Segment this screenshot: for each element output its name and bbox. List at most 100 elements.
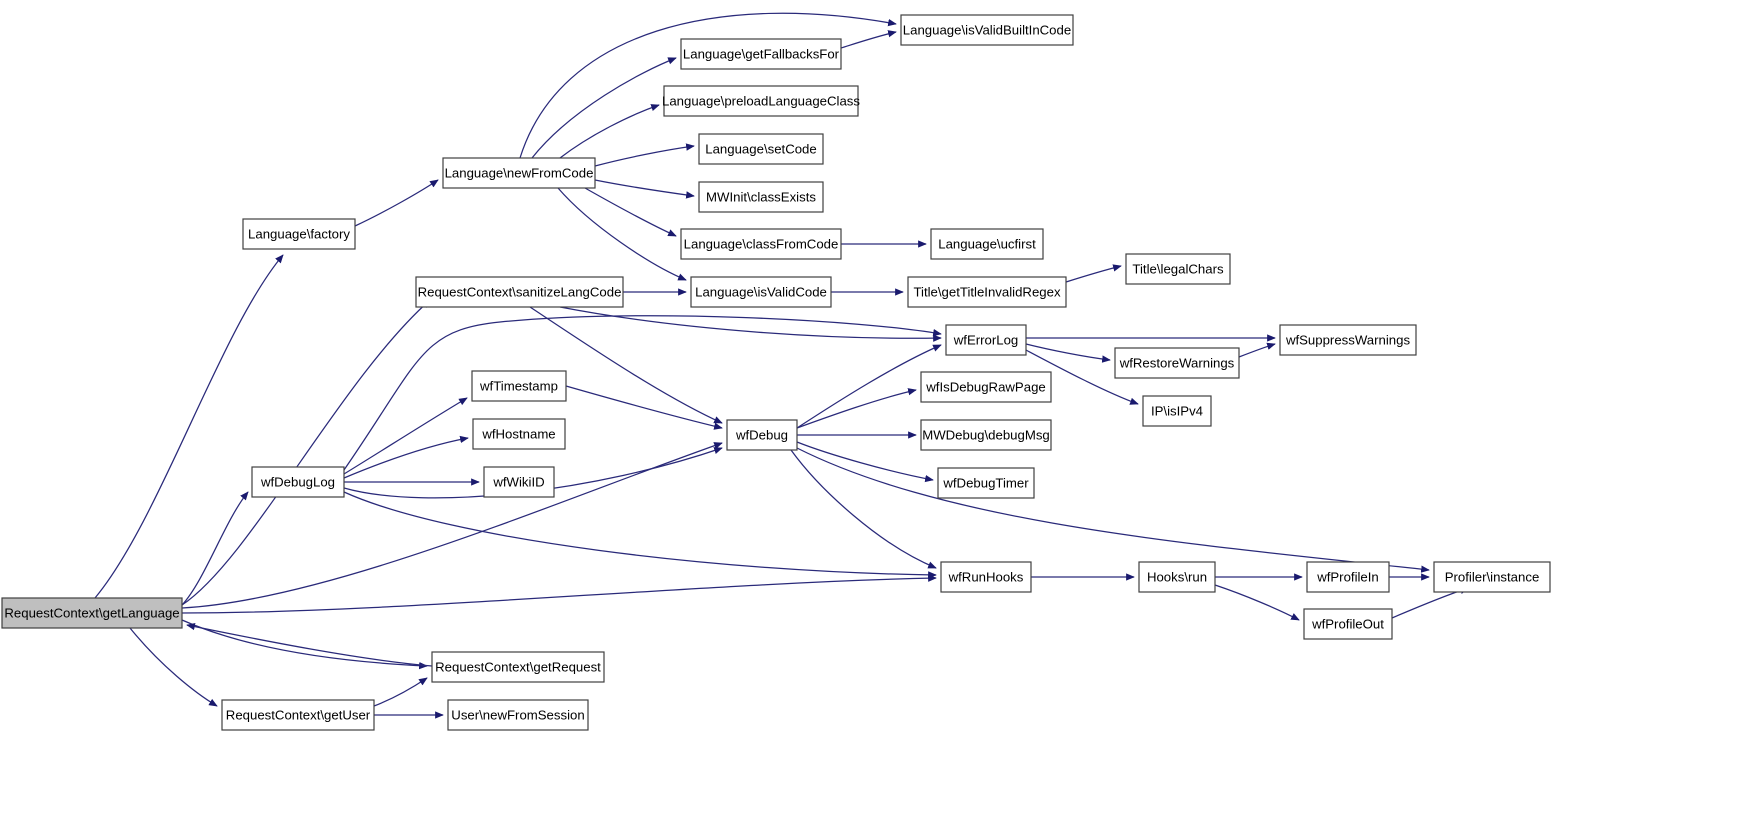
graph-node[interactable]: wfDebugTimer bbox=[937, 467, 1035, 499]
graph-node[interactable]: wfDebugLog bbox=[251, 466, 345, 498]
call-edge bbox=[529, 306, 723, 424]
node-label: IP\isIPv4 bbox=[1151, 403, 1203, 418]
node-label: RequestContext\sanitizeLangCode bbox=[418, 284, 622, 299]
graph-node[interactable]: Language\factory bbox=[242, 218, 356, 250]
node-box[interactable] bbox=[221, 699, 375, 731]
graph-node-root[interactable]: RequestContext\getLanguage bbox=[1, 597, 183, 629]
call-edge bbox=[1025, 343, 1111, 363]
graph-node[interactable]: Language\classFromCode bbox=[680, 228, 842, 260]
call-edge bbox=[181, 491, 249, 606]
node-box[interactable] bbox=[937, 467, 1035, 499]
node-label: Language\setCode bbox=[705, 141, 816, 156]
graph-node[interactable]: Language\newFromCode bbox=[442, 157, 596, 189]
graph-node[interactable]: RequestContext\getUser bbox=[221, 699, 375, 731]
node-box[interactable] bbox=[472, 418, 566, 450]
node-box[interactable] bbox=[930, 228, 1044, 260]
edges-layer bbox=[94, 12, 1469, 719]
node-box[interactable] bbox=[920, 419, 1052, 451]
node-box[interactable] bbox=[1114, 347, 1240, 379]
graph-node[interactable]: RequestContext\getRequest bbox=[431, 651, 605, 683]
graph-node[interactable]: wfIsDebugRawPage bbox=[920, 371, 1052, 403]
graph-node[interactable]: wfErrorLog bbox=[945, 324, 1027, 356]
call-edge bbox=[594, 179, 695, 199]
node-label: Language\newFromCode bbox=[445, 165, 594, 180]
node-box[interactable] bbox=[471, 370, 567, 402]
graph-node[interactable]: wfDebug bbox=[726, 419, 798, 451]
node-box[interactable] bbox=[680, 228, 842, 260]
node-label: wfProfileOut bbox=[1311, 616, 1384, 631]
graph-node[interactable]: Language\isValidCode bbox=[690, 276, 832, 308]
node-box[interactable] bbox=[907, 276, 1067, 308]
call-edge bbox=[557, 187, 687, 281]
graph-node[interactable]: Profiler\instance bbox=[1433, 561, 1551, 593]
graph-node[interactable]: User\newFromSession bbox=[447, 699, 589, 731]
node-label: Language\isValidCode bbox=[695, 284, 827, 299]
graph-node[interactable]: MWDebug\debugMsg bbox=[920, 419, 1052, 451]
graph-node[interactable]: wfRestoreWarnings bbox=[1114, 347, 1240, 379]
graph-node[interactable]: wfProfileIn bbox=[1306, 561, 1390, 593]
node-label: Language\getFallbacksFor bbox=[683, 46, 840, 61]
node-box[interactable] bbox=[900, 14, 1074, 46]
node-label: MWInit\classExists bbox=[706, 189, 816, 204]
node-box[interactable] bbox=[431, 651, 605, 683]
node-label: Profiler\instance bbox=[1445, 569, 1540, 584]
node-box[interactable] bbox=[1142, 395, 1212, 427]
call-edge bbox=[343, 435, 469, 479]
graph-node[interactable]: Title\getTitleInvalidRegex bbox=[907, 276, 1067, 308]
graph-node[interactable]: wfHostname bbox=[472, 418, 566, 450]
graph-node[interactable]: Language\setCode bbox=[698, 133, 824, 165]
node-label: wfProfileIn bbox=[1316, 569, 1379, 584]
node-box[interactable] bbox=[1138, 561, 1216, 593]
node-label: wfHostname bbox=[481, 426, 555, 441]
graph-node[interactable]: MWInit\classExists bbox=[698, 181, 824, 213]
node-label: wfErrorLog bbox=[953, 332, 1019, 347]
node-label: Title\getTitleInvalidRegex bbox=[913, 284, 1060, 299]
graph-node[interactable]: Language\getFallbacksFor bbox=[680, 38, 842, 70]
node-box[interactable] bbox=[415, 276, 624, 308]
graph-node[interactable]: wfRunHooks bbox=[940, 561, 1032, 593]
node-box[interactable] bbox=[698, 181, 824, 213]
node-box[interactable] bbox=[945, 324, 1027, 356]
node-box[interactable] bbox=[1303, 608, 1393, 640]
node-label: RequestContext\getUser bbox=[226, 707, 371, 722]
graph-node[interactable]: wfSuppressWarnings bbox=[1279, 324, 1417, 356]
graph-node[interactable]: Language\ucfirst bbox=[930, 228, 1044, 260]
node-box[interactable] bbox=[1125, 253, 1231, 285]
node-box[interactable] bbox=[920, 371, 1052, 403]
node-box[interactable] bbox=[242, 218, 356, 250]
node-label: Language\isValidBuiltInCode bbox=[903, 22, 1071, 37]
node-box[interactable] bbox=[680, 38, 842, 70]
graph-node[interactable]: Title\legalChars bbox=[1125, 253, 1231, 285]
graph-node[interactable]: RequestContext\sanitizeLangCode bbox=[415, 276, 624, 308]
graph-node[interactable]: Language\preloadLanguageClass bbox=[662, 85, 860, 117]
node-box[interactable] bbox=[1279, 324, 1417, 356]
node-label: User\newFromSession bbox=[451, 707, 584, 722]
call-edge bbox=[343, 397, 468, 475]
node-label: wfIsDebugRawPage bbox=[925, 379, 1046, 394]
graph-node[interactable]: Language\isValidBuiltInCode bbox=[900, 14, 1074, 46]
node-box[interactable] bbox=[447, 699, 589, 731]
node-box[interactable] bbox=[442, 157, 596, 189]
call-edge bbox=[94, 254, 284, 599]
graph-node[interactable]: Hooks\run bbox=[1138, 561, 1216, 593]
node-box[interactable] bbox=[251, 466, 345, 498]
node-box[interactable] bbox=[1, 597, 183, 629]
graph-node[interactable]: wfProfileOut bbox=[1303, 608, 1393, 640]
node-box[interactable] bbox=[940, 561, 1032, 593]
call-edge bbox=[1065, 264, 1122, 283]
graph-node[interactable]: wfWikiID bbox=[483, 466, 555, 498]
node-box[interactable] bbox=[483, 466, 555, 498]
node-box[interactable] bbox=[690, 276, 832, 308]
graph-node[interactable]: wfTimestamp bbox=[471, 370, 567, 402]
call-edge bbox=[790, 449, 937, 569]
node-box[interactable] bbox=[1306, 561, 1390, 593]
node-box[interactable] bbox=[1433, 561, 1551, 593]
node-box[interactable] bbox=[698, 133, 824, 165]
graph-node[interactable]: IP\isIPv4 bbox=[1142, 395, 1212, 427]
node-box[interactable] bbox=[726, 419, 798, 451]
node-label: Hooks\run bbox=[1147, 569, 1207, 584]
node-label: RequestContext\getLanguage bbox=[4, 605, 179, 620]
call-edge bbox=[129, 627, 218, 707]
node-box[interactable] bbox=[663, 85, 859, 117]
